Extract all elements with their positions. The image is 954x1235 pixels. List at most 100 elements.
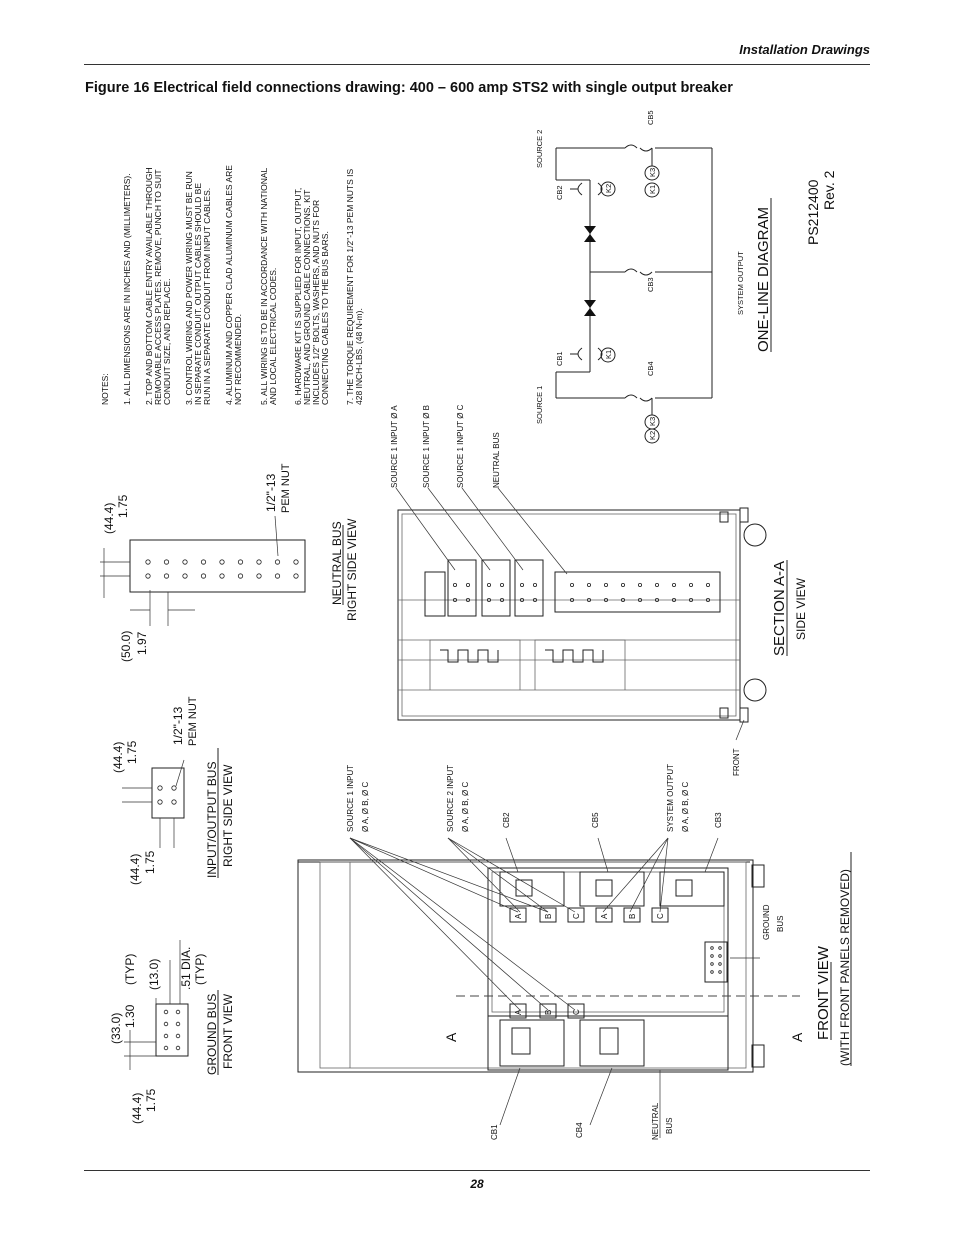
- note-line: CONNECTING CABLES TO THE BUS BARS.: [320, 231, 330, 405]
- phase-terminal: [509, 1003, 527, 1019]
- bolt-hole: [533, 583, 538, 588]
- io-dim-b-mm: (44.4): [128, 854, 142, 885]
- bolt-hole: [182, 573, 188, 579]
- bolt-hole: [163, 1021, 169, 1027]
- ol-source2: SOURCE 2: [535, 130, 544, 168]
- ol-k3b: K3: [648, 417, 657, 426]
- ol-k2: K2: [604, 184, 613, 193]
- nb-dim-b-in: 1.97: [135, 631, 149, 655]
- one-line-diagram: K1 K2 K2 K3 K1 K3 CB1 CB2 CB3 CB4 CB5 SO…: [535, 110, 837, 444]
- bolt-hole: [237, 573, 244, 579]
- fv-cb3: CB3: [714, 812, 723, 828]
- phase-label: C: [572, 913, 581, 919]
- one-line-title: ONE-LINE DIAGRAM: [755, 207, 772, 352]
- phase-label: C: [572, 1009, 581, 1015]
- bolt-hole: [638, 583, 643, 588]
- bolt-hole: [145, 559, 151, 565]
- fv-cb4: CB4: [575, 1122, 584, 1138]
- bolt-hole: [621, 598, 626, 603]
- fv-src2: SOURCE 2 INPUT: [446, 765, 455, 832]
- bolt-hole: [587, 583, 592, 588]
- ol-cb5: CB5: [646, 110, 655, 125]
- bolt-hole: [706, 598, 711, 603]
- bolt-hole: [587, 598, 592, 603]
- gb-dim-h-in: 1.75: [144, 1088, 158, 1112]
- bolt-hole: [219, 573, 225, 579]
- note-line: 428 INCH-LBS. (48 N-m).: [354, 308, 364, 405]
- nb-nut: 1/2"-13: [264, 473, 278, 512]
- fv-ground2: BUS: [776, 916, 785, 932]
- bolt-hole: [570, 598, 575, 603]
- bolt-hole: [182, 559, 188, 565]
- bolt-hole: [256, 559, 262, 565]
- bolt-hole: [499, 583, 504, 588]
- aa-src1-a: SOURCE 1 INPUT Ø A: [390, 405, 399, 488]
- fv-sysout-phases: Ø A, Ø B, Ø C: [681, 782, 690, 832]
- phase-terminal: [539, 907, 557, 923]
- bolt-hole: [465, 583, 470, 588]
- gb-dim-w-mm: (33.0): [109, 1013, 123, 1044]
- gb-subtitle: FRONT VIEW: [221, 993, 235, 1069]
- fv-ground: GROUND: [762, 904, 771, 940]
- gb-hole-typ: (TYP): [193, 954, 207, 985]
- bolt-hole: [621, 583, 626, 588]
- bolt-hole: [293, 559, 299, 565]
- bolt-hole: [710, 954, 714, 958]
- bolt-hole: [706, 583, 711, 588]
- ol-cb4: CB4: [646, 361, 655, 376]
- bolt-hole: [672, 583, 677, 588]
- figure-caption: Figure 16 Electrical field connections d…: [85, 80, 733, 96]
- bolt-hole: [163, 1045, 169, 1051]
- aa-title: SECTION A-A: [771, 561, 788, 656]
- ol-source1: SOURCE 1: [535, 386, 544, 424]
- bolt-hole: [256, 573, 262, 579]
- ol-cb2: CB2: [555, 185, 564, 200]
- bolt-hole: [520, 598, 525, 603]
- phase-terminal: [567, 1003, 585, 1019]
- phase-label: B: [628, 914, 637, 919]
- bolt-hole: [570, 583, 575, 588]
- bolt-hole: [710, 946, 714, 950]
- gb-title: GROUND BUS: [205, 994, 219, 1075]
- phase-label: B: [544, 914, 553, 919]
- phase-terminal: [595, 907, 613, 923]
- bolt-hole: [175, 1045, 181, 1051]
- fv-src2-phases: Ø A, Ø B, Ø C: [461, 782, 470, 832]
- gb-hole-dia: .51 DIA.: [179, 947, 193, 990]
- bolt-hole: [200, 573, 207, 579]
- phase-label: C: [656, 913, 665, 919]
- revision: Rev. 2: [821, 170, 837, 210]
- header-rule: [84, 64, 870, 65]
- bolt-hole: [163, 559, 170, 565]
- nb-title: NEUTRAL BUS: [330, 521, 344, 605]
- page-number: 28: [470, 1177, 484, 1191]
- fv-neutral: NEUTRAL: [651, 1102, 660, 1140]
- bolt-hole: [145, 573, 151, 579]
- bolt-hole: [163, 1033, 169, 1039]
- bolt-hole: [293, 573, 299, 579]
- footer-rule: [84, 1170, 870, 1171]
- note-line: RUN IN A SEPARATE CONDUIT FROM INPUT CAB…: [202, 188, 212, 405]
- phase-terminal: [651, 907, 669, 923]
- ground-bus-detail: (44.4) 1.75 (33.0) 1.30 (13.0) (TYP) .51…: [109, 940, 235, 1124]
- io-dim-a-in: 1.75: [125, 740, 139, 764]
- io-nut: 1/2"-13: [171, 706, 185, 745]
- fv-neutral2: BUS: [665, 1118, 674, 1134]
- note-line: NEUTRAL, AND GROUND CABLE CONNECTIONS. K…: [302, 190, 312, 405]
- note-line: 3. CONTROL WIRING AND POWER WIRING MUST …: [184, 171, 194, 405]
- note-line: 1. ALL DIMENSIONS ARE IN INCHES AND (MIL…: [122, 173, 132, 405]
- gb-dim-w-in: 1.30: [123, 1004, 137, 1028]
- note-line: REMOVABLE ACCESS PLATES. REMOVE, PUNCH T…: [153, 169, 163, 405]
- fv-cb2: CB2: [502, 812, 511, 828]
- phase-label: A: [514, 1009, 523, 1015]
- io-title: INPUT/OUTPUT BUS: [205, 762, 219, 878]
- bolt-hole: [163, 1009, 169, 1015]
- note-line: NOT RECOMMENDED.: [233, 314, 243, 405]
- ol-k1b: K1: [648, 185, 657, 194]
- nb-dim-a-mm: (44.4): [102, 503, 116, 534]
- note-line: 4. ALUMINUM AND COPPER CLAD ALUMINUM CAB…: [224, 165, 234, 405]
- note-line: AND LOCAL ELECTRICAL CODES.: [268, 268, 278, 405]
- note-line: 6. HARDWARE KIT IS SUPPLIED FOR INPUT, O…: [293, 188, 303, 405]
- bolt-hole: [710, 970, 714, 974]
